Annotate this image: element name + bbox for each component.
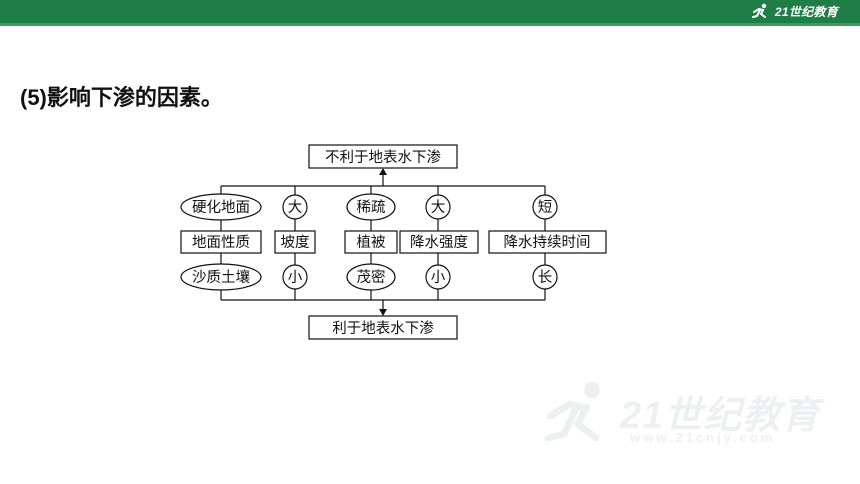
factor-label: 地面性质 [192, 234, 250, 251]
factor-label: 降水强度 [410, 234, 468, 251]
top-result-label: 不利于地表水下渗 [325, 149, 441, 166]
favorable-label: 茂密 [357, 269, 386, 286]
favorable-label: 小 [288, 269, 303, 286]
unfavorable-label: 短 [538, 199, 553, 216]
favorable-label: 长 [538, 269, 553, 286]
top-banner-stripe [0, 23, 860, 26]
watermark-runner-icon [544, 382, 600, 442]
section-heading: (5)影响下渗的因素。 [20, 85, 223, 110]
unfavorable-node [346, 193, 396, 221]
factor-label: 植被 [357, 234, 386, 251]
unfavorable-node [532, 194, 558, 220]
favorable-node [346, 263, 396, 291]
unfavorable-node [282, 194, 308, 220]
favorable-node [425, 264, 451, 290]
watermark: 21世纪教育 www.21cnjy.com [540, 378, 840, 458]
top-banner [0, 0, 860, 23]
unfavorable-node [425, 194, 451, 220]
unfavorable-label: 稀疏 [357, 199, 386, 216]
factor-box [344, 230, 398, 254]
factor-label: 坡度 [281, 234, 310, 251]
unfavorable-label: 硬化地面 [192, 199, 250, 216]
factor-box [399, 230, 479, 254]
unfavorable-label: 大 [431, 199, 446, 216]
watermark-url: www.21cnjy.com [630, 430, 776, 445]
unfavorable-label: 大 [288, 199, 303, 216]
bottom-result-box [308, 315, 458, 340]
unfavorable-node [180, 193, 262, 221]
favorable-label: 沙质土壤 [192, 268, 250, 286]
factor-label: 降水持续时间 [504, 234, 591, 251]
bottom-result-label: 利于地表水下渗 [332, 320, 434, 337]
favorable-node [282, 264, 308, 290]
factor-box [488, 230, 607, 254]
favorable-node [180, 263, 262, 291]
factor-box [274, 230, 316, 254]
top-result-box [308, 144, 458, 169]
favorable-label: 小 [431, 269, 446, 286]
favorable-node [532, 264, 558, 290]
runner-icon [751, 3, 767, 18]
arrow-up-head [379, 168, 387, 175]
factor-box [180, 230, 262, 254]
arrow-down-head [379, 309, 387, 316]
brand-logo: 21世纪教育 [751, 2, 838, 20]
logo-text: 21世纪教育 [774, 4, 838, 19]
watermark-text: 21世纪教育 [620, 395, 821, 437]
